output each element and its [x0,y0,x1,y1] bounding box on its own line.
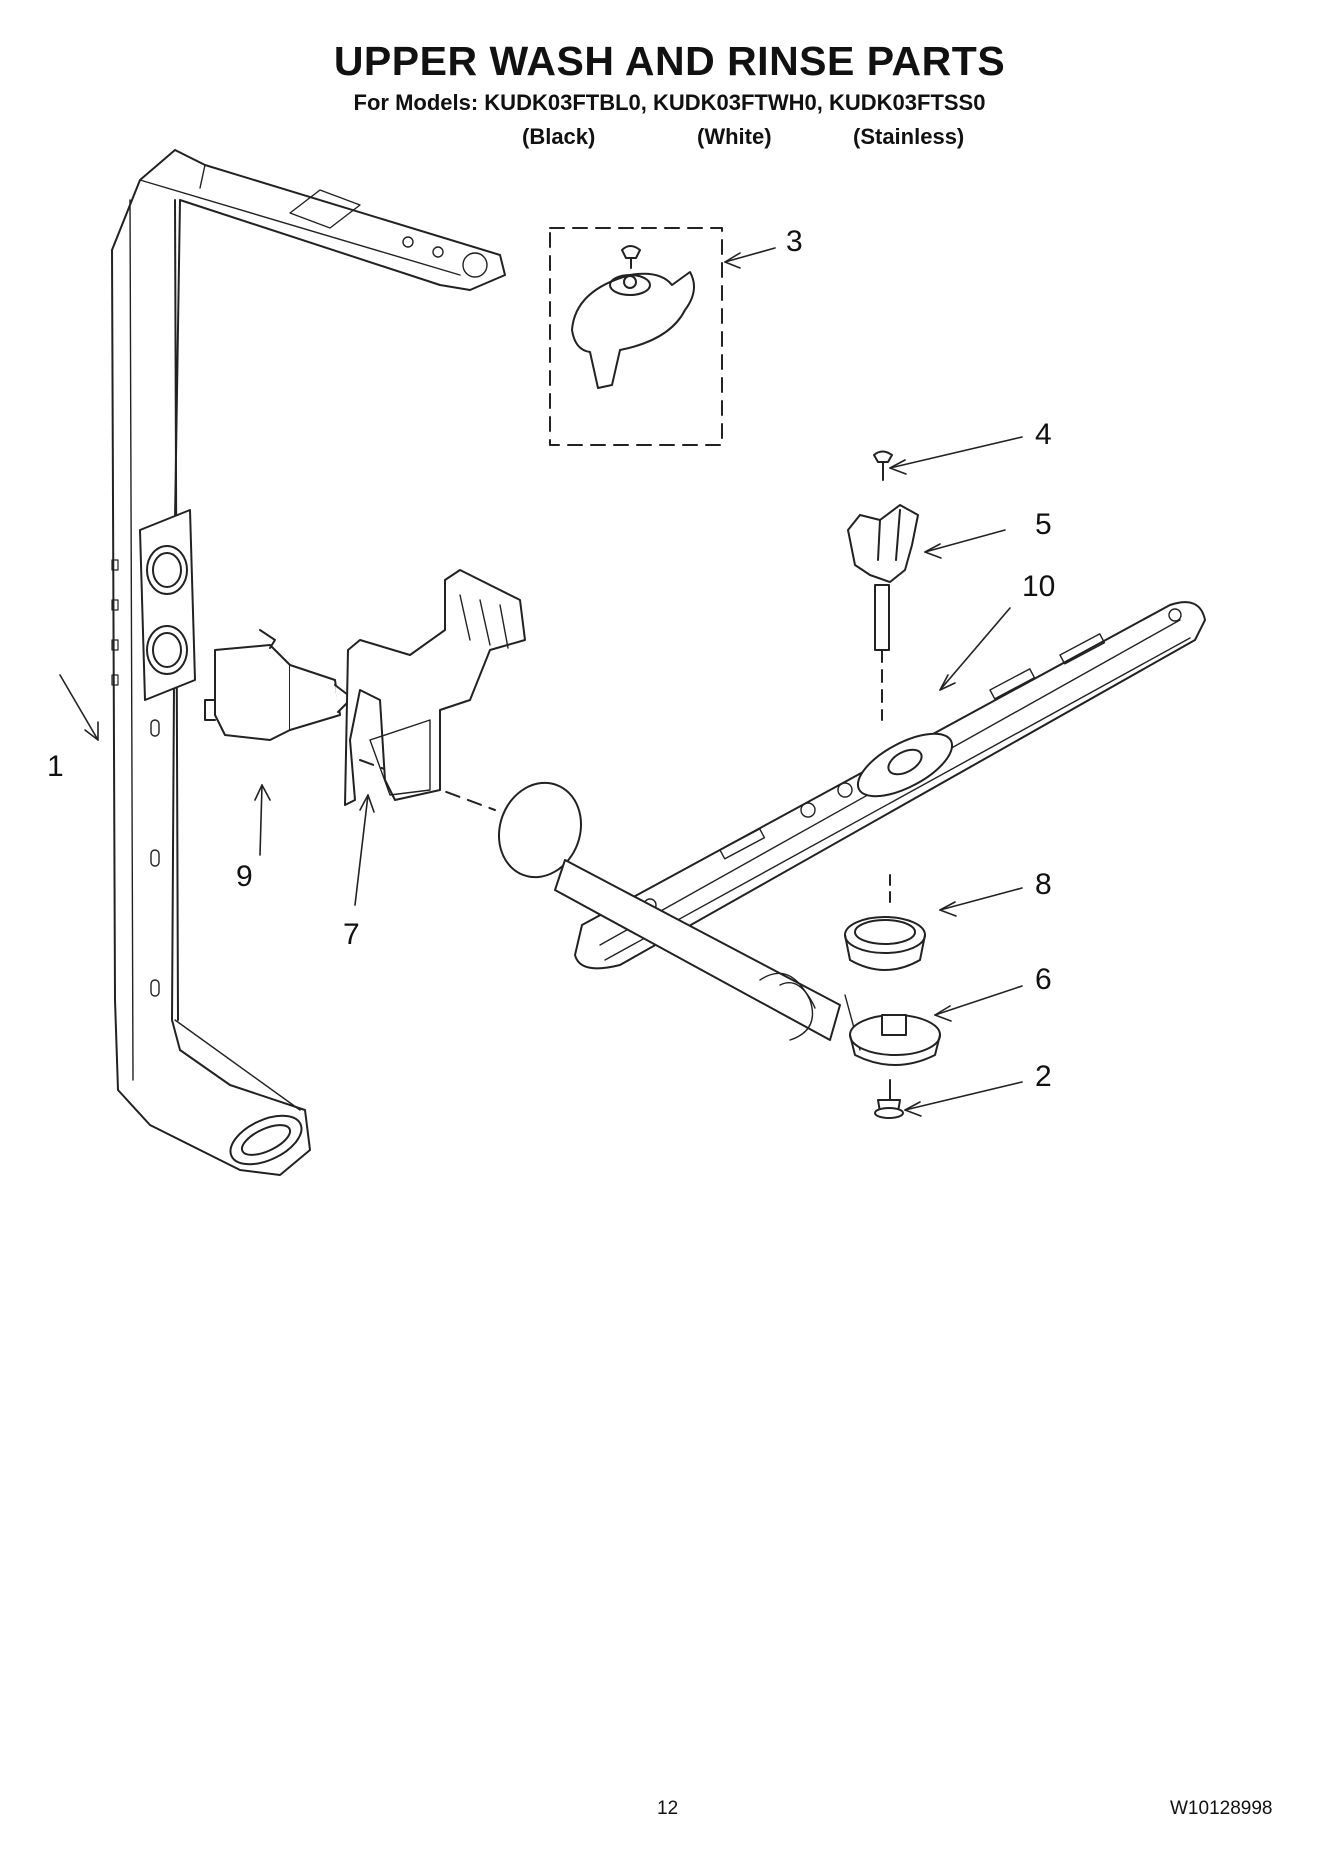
conduit-part [359,759,861,1051]
supply-tube-part [111,149,506,1176]
screw-part-2 [874,1079,904,1119]
page-number: 12 [657,1798,679,1819]
document-number: W10128998 [1170,1798,1273,1819]
callout-2: 2 [1035,1060,1052,1093]
callout-5: 5 [1035,508,1052,541]
callout-10: 10 [1022,570,1056,603]
ring-part [844,874,926,971]
spray-arm-part [574,601,1206,970]
finish-stainless: (Stainless) [853,124,965,149]
leader-lines [59,247,1023,1117]
callout-3: 3 [786,225,803,258]
callout-7: 7 [343,918,360,951]
callout-8: 8 [1035,868,1052,901]
callout-6: 6 [1035,963,1052,996]
bracket-part [344,569,526,806]
callout-9: 9 [236,860,253,893]
screw-part-4 [873,450,893,481]
valve-part [204,629,353,741]
clip-part [847,504,919,721]
page-title: UPPER WASH AND RINSE PARTS [333,38,1006,84]
callout-4: 4 [1035,418,1052,451]
callout-1: 1 [47,750,64,783]
bearing-part [849,1014,941,1066]
models-line: For Models: KUDK03FTBL0, KUDK03FTWH0, KU… [353,90,986,115]
finish-white: (White) [697,124,772,149]
finish-black: (Black) [522,124,596,149]
nozzle-assembly-part [549,227,723,446]
